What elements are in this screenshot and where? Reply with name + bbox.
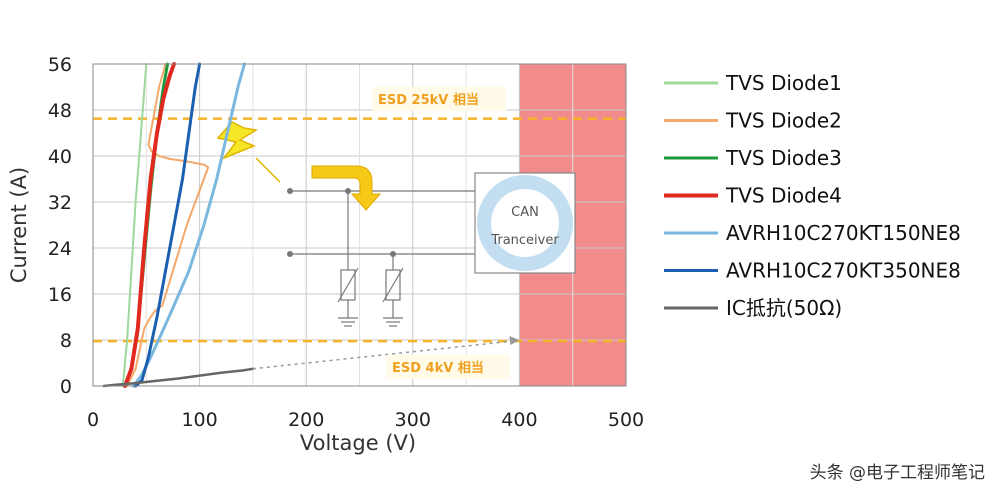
y-tick-label: 16 xyxy=(48,284,72,306)
y-tick-label: 56 xyxy=(48,54,72,76)
esd-25kv-label-group: ESD 25kV 相当 xyxy=(372,87,506,111)
series-line xyxy=(121,63,148,387)
y-tick-label: 32 xyxy=(48,192,72,214)
x-tick-label: 400 xyxy=(501,409,537,431)
circuit-diagram xyxy=(216,121,576,327)
legend-label: IC抵抗(50Ω) xyxy=(726,296,842,320)
y-tick-label: 48 xyxy=(48,100,72,122)
series-line xyxy=(102,367,255,388)
transceiver-label: Tranceiver xyxy=(490,233,559,248)
x-axis-title: Voltage (V) xyxy=(300,431,416,455)
x-tick-label: 0 xyxy=(87,409,99,431)
extension-arrowhead xyxy=(509,336,520,345)
x-tick-label: 500 xyxy=(608,409,644,431)
legend-label: TVS Diode4 xyxy=(725,184,842,208)
x-tick-label: 300 xyxy=(395,409,431,431)
esd-25kv-label: ESD 25kV 相当 xyxy=(378,92,479,108)
legend-label: AVRH10C270KT150NE8 xyxy=(726,221,961,245)
series-line xyxy=(132,62,246,388)
y-tick-label: 8 xyxy=(60,330,72,352)
y-tick-label: 0 xyxy=(60,376,72,398)
y-tick-labels: 0 8 16 24 32 40 48 56 xyxy=(48,54,72,398)
legend-label: TVS Diode1 xyxy=(725,71,842,95)
series-line xyxy=(134,62,202,388)
extension-line xyxy=(252,336,520,370)
x-tick-label: 200 xyxy=(288,409,324,431)
legend-label: AVRH10C270KT350NE8 xyxy=(726,259,961,283)
watermark: 头条 @电子工程师笔记 xyxy=(810,463,985,483)
series-line xyxy=(123,62,176,388)
legend-label: TVS Diode2 xyxy=(725,109,842,133)
lightning-arrow xyxy=(255,157,281,183)
extension-dotted-line xyxy=(252,340,514,370)
series-line xyxy=(126,63,210,387)
esd-4kv-label-group: ESD 4kV 相当 xyxy=(386,355,510,379)
esd-4kv-label: ESD 4kV 相当 xyxy=(392,360,484,376)
plot-frame xyxy=(92,63,627,387)
legend-label: TVS Diode3 xyxy=(725,146,842,170)
can-label: CAN xyxy=(511,205,539,220)
series-lines xyxy=(102,62,255,388)
y-tick-label: 24 xyxy=(48,238,72,260)
y-tick-label: 40 xyxy=(48,146,72,168)
current-arrow-icon xyxy=(311,165,382,211)
y-axis-title: Current (A) xyxy=(7,167,31,283)
x-tick-labels: 0 100 200 300 400 500 xyxy=(87,409,644,431)
x-tick-label: 100 xyxy=(181,409,217,431)
